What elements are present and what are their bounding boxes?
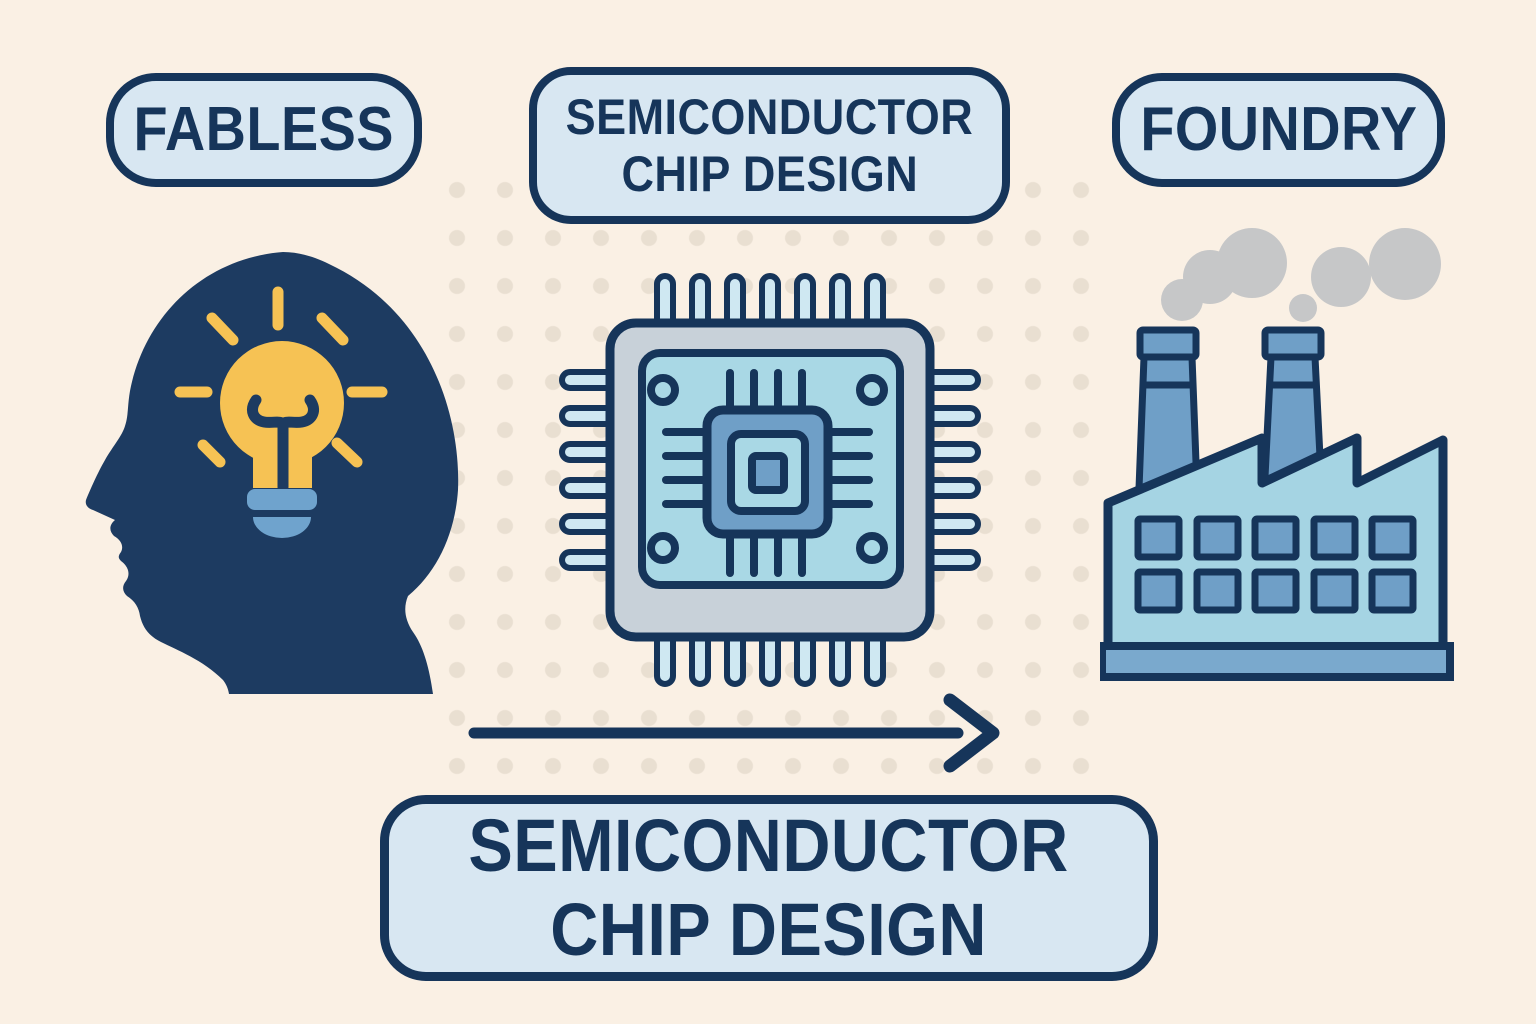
lightbulb-icon xyxy=(220,341,344,538)
chip-corner-screws xyxy=(647,374,888,564)
smoke-puffs xyxy=(1161,228,1441,322)
chip-design-top-line1: SEMICONDUCTOR xyxy=(565,88,974,145)
chip-traces xyxy=(662,369,873,577)
bulb-rays xyxy=(174,286,388,468)
fabless-label-pill: FABLESS xyxy=(106,73,422,187)
idea-head-icon xyxy=(85,252,459,694)
chip-design-label-pill-bottom: SEMICONDUCTOR CHIP DESIGN xyxy=(380,795,1158,981)
chip-design-top-line2: CHIP DESIGN xyxy=(621,145,918,202)
microchip-icon xyxy=(559,273,981,687)
foundry-label: FOUNDRY xyxy=(1140,95,1417,164)
chip-design-bottom-line2: CHIP DESIGN xyxy=(550,888,988,971)
factory-windows xyxy=(1134,515,1417,614)
chip-die-core xyxy=(748,452,788,494)
chip-design-bottom-line1: SEMICONDUCTOR xyxy=(468,804,1070,887)
fabless-label: FABLESS xyxy=(133,95,395,164)
bulb-base-band xyxy=(247,489,317,510)
flow-arrow-icon xyxy=(468,693,1000,773)
foundry-label-pill: FOUNDRY xyxy=(1112,73,1445,187)
factory-icon xyxy=(1100,228,1454,681)
chip-design-label-pill-top: SEMICONDUCTOR CHIP DESIGN xyxy=(529,67,1010,224)
factory-base xyxy=(1100,642,1454,681)
bulb-base-dome xyxy=(253,517,311,538)
